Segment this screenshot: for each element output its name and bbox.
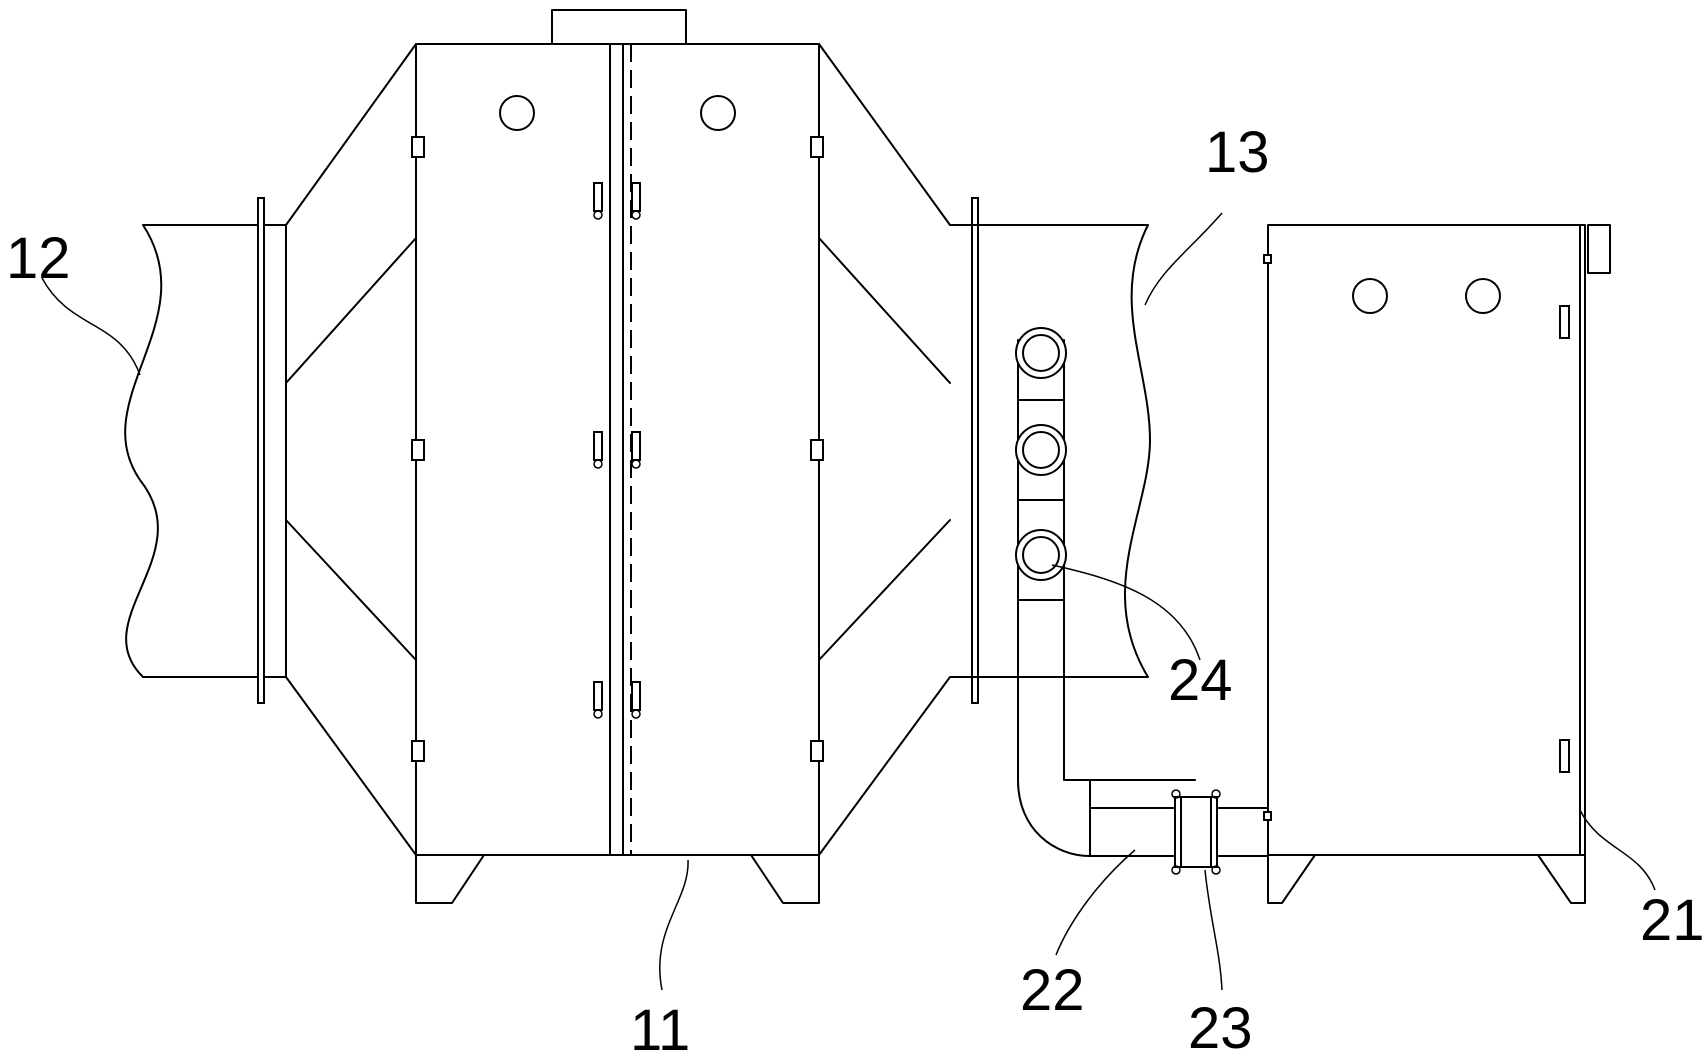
viewport-icon bbox=[499, 95, 535, 131]
label-11: 11 bbox=[630, 998, 690, 1056]
viewport-icon bbox=[1465, 278, 1501, 314]
label-21: 21 bbox=[1640, 888, 1704, 953]
viewport-icon bbox=[700, 95, 736, 131]
hinge-icons bbox=[411, 136, 824, 762]
nozzle-icon bbox=[1015, 327, 1067, 379]
right-cabinet bbox=[1263, 224, 1611, 904]
main-cabinet bbox=[285, 9, 951, 904]
viewport-icon bbox=[1352, 278, 1388, 314]
flange-valve bbox=[1171, 789, 1269, 875]
outlet-duct bbox=[949, 197, 1151, 704]
label-24: 24 bbox=[1168, 648, 1233, 713]
label-13: 13 bbox=[1205, 120, 1270, 185]
label-22: 22 bbox=[1020, 958, 1085, 1023]
label-12: 12 bbox=[6, 226, 71, 291]
handle-icons bbox=[593, 182, 641, 719]
nozzle-icon bbox=[1015, 529, 1067, 581]
leader-lines bbox=[41, 212, 1656, 991]
label-23: 23 bbox=[1188, 996, 1253, 1056]
pipe-column bbox=[1015, 327, 1196, 857]
reference-labels: 11 12 13 21 22 23 24 bbox=[6, 120, 1704, 1056]
inlet-duct bbox=[124, 197, 287, 704]
nozzle-icon bbox=[1015, 424, 1067, 476]
